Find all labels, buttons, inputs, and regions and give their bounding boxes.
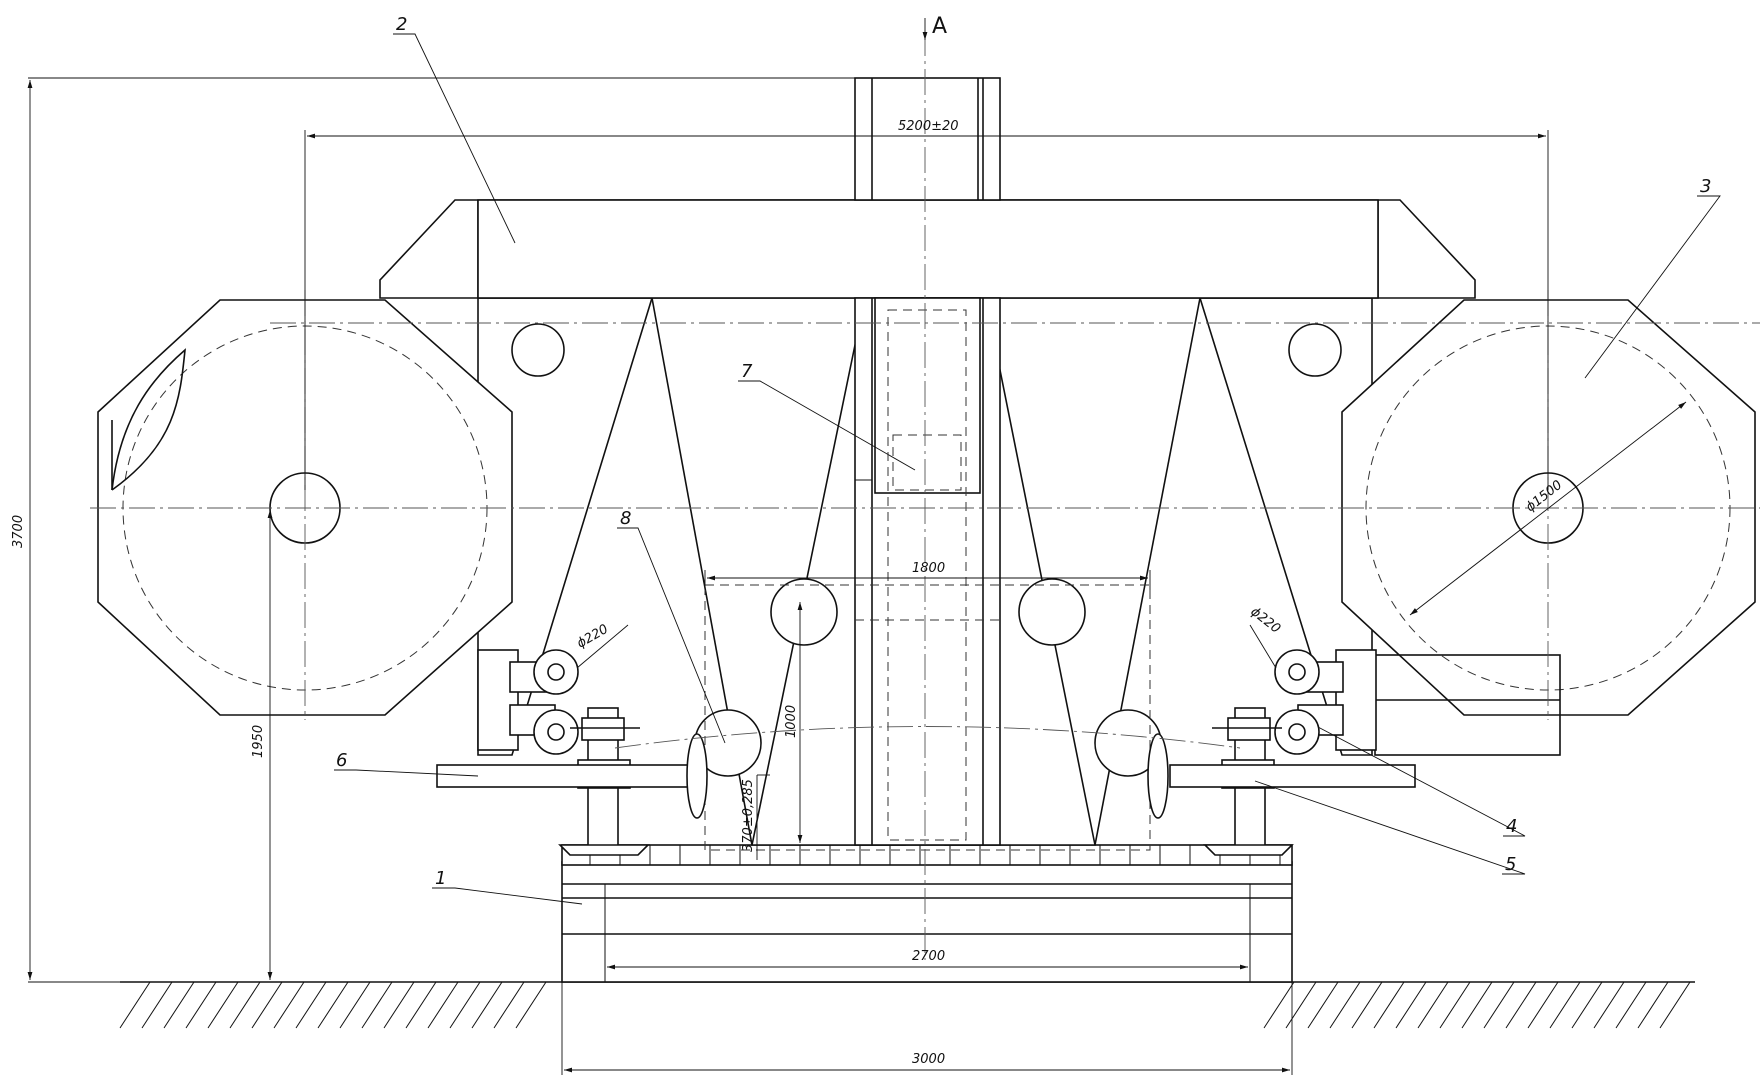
- ground-hatch-line: [1593, 981, 1625, 1029]
- ground-hatch-line: [251, 981, 283, 1029]
- callout-3: 3: [1700, 176, 1711, 197]
- ground-hatch-line: [449, 981, 481, 1029]
- ground-hatch-line: [1307, 981, 1339, 1029]
- ground-hatch-line: [1263, 981, 1295, 1029]
- ground-hatch-line: [295, 981, 327, 1029]
- ground-hatch-line: [273, 981, 305, 1029]
- dim-guide-offset: 370±0,285: [741, 779, 756, 852]
- right-guide-rollers: [1274, 649, 1377, 755]
- view-marker-a: A: [932, 14, 947, 39]
- left-guide-rollers: [477, 649, 579, 755]
- ground-hatch-line: [317, 981, 349, 1029]
- dim-rail-gauge: 2700: [912, 949, 945, 964]
- callout-6: 6: [336, 750, 347, 771]
- ground-hatch-line: [1329, 981, 1361, 1029]
- ground-hatch-line: [1439, 981, 1471, 1029]
- ground-hatch-line: [1483, 981, 1515, 1029]
- ground-hatch-line: [119, 981, 151, 1029]
- ground-hatch-line: [427, 981, 459, 1029]
- ground-hatch-line: [1637, 981, 1669, 1029]
- callout-7: 7: [741, 361, 753, 382]
- ground-hatch-line: [229, 981, 261, 1029]
- ground-hatch-line: [207, 981, 239, 1029]
- dim-roller-right: ϕ220: [1248, 604, 1284, 636]
- dim-axle-height: 1950: [251, 725, 266, 758]
- ground-hatch-line: [1373, 981, 1405, 1029]
- ground-hatch-line: [1461, 981, 1493, 1029]
- ground-hatch-line: [339, 981, 371, 1029]
- ground-hatch-line: [163, 981, 195, 1029]
- ground-hatch-line: [1417, 981, 1449, 1029]
- ground-hatch-line: [1351, 981, 1383, 1029]
- ground-hatch-line: [405, 981, 437, 1029]
- dim-base-width: 3000: [912, 1052, 945, 1067]
- ground-hatching: [119, 981, 1695, 1029]
- ground-hatch-line: [1527, 981, 1559, 1029]
- ground-hatch-line: [471, 981, 503, 1029]
- ground-hatch-line: [1571, 981, 1603, 1029]
- ground-hatch-line: [515, 981, 547, 1029]
- callout-2: 2: [396, 14, 407, 35]
- dim-column-height: 1000: [784, 705, 799, 738]
- dim-roller-left: ϕ220: [575, 622, 611, 652]
- dim-wheel-centers: 5200±20: [898, 119, 959, 134]
- callout-8: 8: [620, 508, 631, 529]
- ground-hatch-line: [185, 981, 217, 1029]
- dimension-lines: [27, 18, 1687, 1075]
- callout-4: 4: [1506, 816, 1517, 837]
- right-guide-rod: [1147, 733, 1416, 819]
- ground-hatch-line: [361, 981, 393, 1029]
- callout-5: 5: [1505, 854, 1516, 875]
- left-guide-rod: [436, 733, 708, 819]
- portal-frame: [379, 77, 1476, 851]
- dim-overall-height: 3700: [11, 515, 26, 548]
- ground-hatch-line: [141, 981, 173, 1029]
- ground-hatch-line: [383, 981, 415, 1029]
- right-saw-wheel: [1341, 299, 1756, 756]
- dim-column-spacing: 1800: [912, 561, 945, 576]
- ground-hatch-line: [1505, 981, 1537, 1029]
- ground-hatch-line: [1395, 981, 1427, 1029]
- callout-leaders: [334, 33, 1721, 905]
- ground-hatch-line: [1285, 981, 1317, 1029]
- ground-hatch-line: [1549, 981, 1581, 1029]
- callout-numbers: 2 3 6 4 5 1 7 8: [336, 14, 1711, 889]
- callout-1: 1: [435, 868, 446, 889]
- ground-hatch-line: [493, 981, 525, 1029]
- ground-hatch-line: [1659, 981, 1691, 1029]
- ground-hatch-line: [1615, 981, 1647, 1029]
